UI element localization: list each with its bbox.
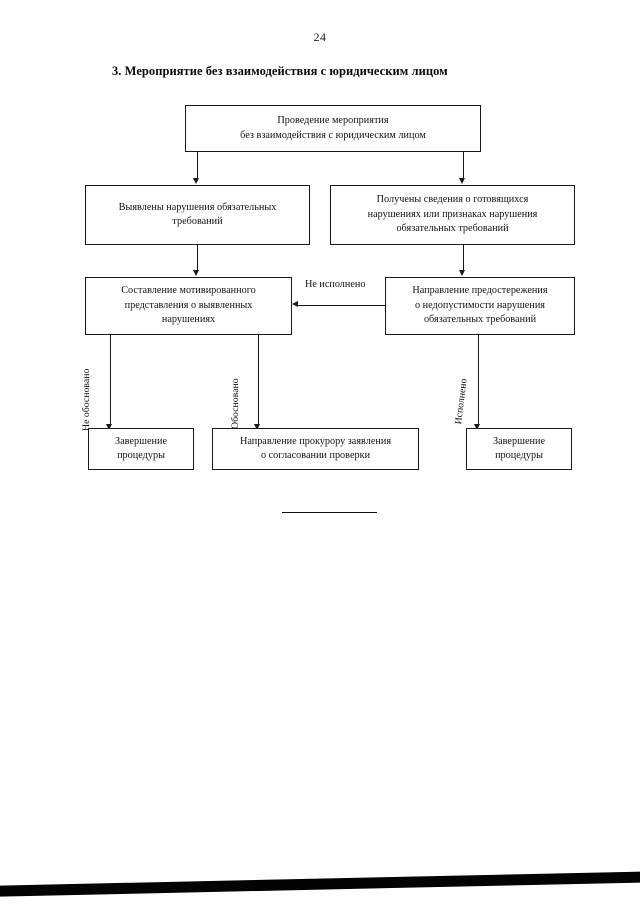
page-number: 24: [313, 30, 327, 44]
node-start: Проведение мероприятия без взаимодействи…: [185, 105, 481, 152]
node-violations-found-line2: требований: [172, 216, 223, 227]
page-title: 3. Мероприятие без взаимодействия с юрид…: [112, 64, 448, 78]
scan-edge-artifact: [0, 870, 640, 897]
arrowhead-submission-to-end-left: [106, 424, 113, 430]
connector-submission-to-end-left: [110, 335, 111, 425]
node-information-received-line1: Получены сведения о готовящихся: [376, 194, 529, 206]
arrowhead-start-to-left: [193, 178, 200, 184]
connector-start-to-right: [463, 152, 464, 179]
node-motivated-submission: Составление мотивированного представлени…: [85, 277, 292, 335]
node-warning-notice-line3: обязательных требований: [423, 314, 537, 326]
edge-label-not-justified: Не обосновано: [81, 368, 92, 431]
node-prosecutor-application-line1: Направление прокурору заявления: [239, 435, 392, 447]
node-information-received: Получены сведения о готовящихся нарушени…: [330, 185, 575, 245]
node-procedure-end-left: Завершение процедуры: [88, 428, 194, 470]
arrowhead-warning-to-submission: [292, 301, 298, 308]
section-separator-rule: [282, 512, 377, 513]
arrowhead-submission-to-prosecutor: [254, 424, 261, 430]
node-prosecutor-application-line2: о согласовании проверки: [260, 450, 371, 461]
edge-label-justified: Обосновано: [230, 378, 241, 429]
node-start-line2: без взаимодействия с юридическим лицом: [240, 129, 426, 141]
connector-warning-to-submission: [298, 305, 385, 306]
node-procedure-end-right-line1: Завершение: [493, 435, 545, 447]
node-procedure-end-left-line2: процедуры: [117, 450, 165, 461]
arrowhead-start-to-right: [459, 178, 466, 184]
edge-label-not-executed: Не исполнено: [305, 279, 366, 290]
node-information-received-line2: нарушениях или признаках нарушения: [367, 208, 538, 220]
node-warning-notice: Направление предостережения о недопустим…: [385, 277, 575, 335]
node-prosecutor-application: Направление прокурору заявления о соглас…: [212, 428, 419, 470]
arrowhead-information-to-warning: [459, 270, 466, 276]
node-procedure-end-right: Завершение процедуры: [466, 428, 572, 470]
arrowhead-violations-to-submission: [193, 270, 200, 276]
node-start-line1: Проведение мероприятия: [277, 115, 389, 127]
node-information-received-line3: обязательных требований: [396, 223, 509, 235]
connector-start-to-left: [197, 152, 198, 179]
node-warning-notice-line2: о недопустимости нарушения: [415, 299, 545, 311]
node-violations-found: Выявлены нарушения обязательных требован…: [85, 185, 310, 245]
node-warning-notice-line1: Направление предостережения: [412, 285, 548, 297]
node-motivated-submission-line1: Составление мотивированного: [121, 285, 256, 297]
node-motivated-submission-line2: представления о выявленных: [124, 299, 253, 311]
connector-submission-to-prosecutor: [258, 335, 259, 425]
node-procedure-end-left-line1: Завершение: [115, 435, 167, 447]
connector-warning-to-end-right: [478, 335, 479, 425]
edge-label-executed: Исполнено: [453, 377, 470, 425]
arrowhead-warning-to-end-right: [474, 424, 481, 430]
node-violations-found-line1: Выявлены нарушения обязательных: [118, 201, 277, 213]
connector-violations-to-submission: [197, 245, 198, 271]
node-procedure-end-right-line2: процедуры: [495, 450, 543, 461]
node-motivated-submission-line3: нарушениях: [161, 314, 216, 326]
connector-information-to-warning: [463, 245, 464, 271]
